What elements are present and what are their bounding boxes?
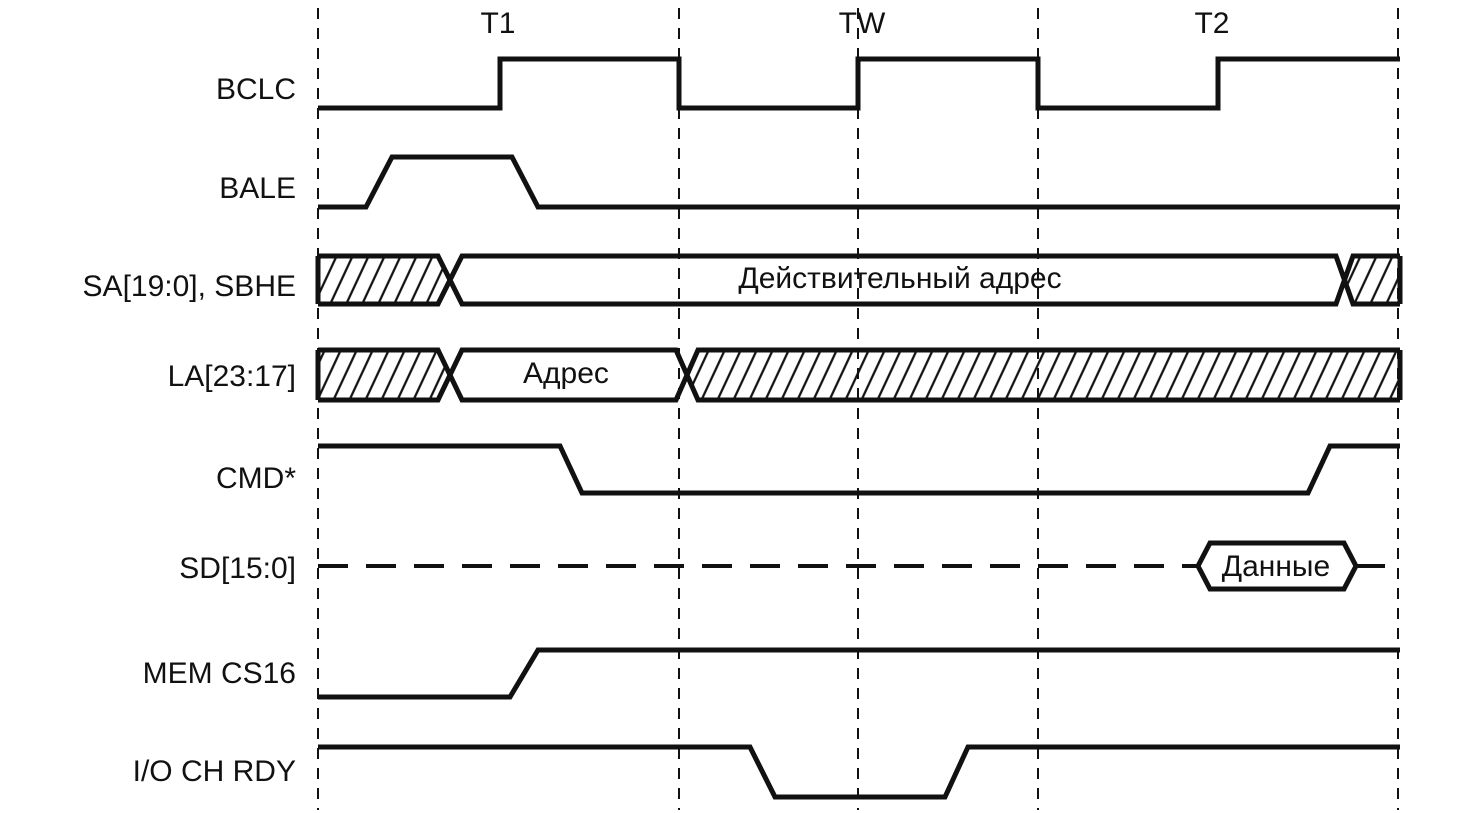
bus-la: Адрес bbox=[315, 347, 1403, 403]
bus-la-invalid-start bbox=[318, 350, 450, 400]
bus-sd-data-label: Данные bbox=[1222, 550, 1330, 583]
signal-label-cmd: CMD* bbox=[216, 462, 296, 495]
signal-label-bale: BALE bbox=[219, 172, 296, 205]
bus-sd: Данные bbox=[318, 540, 1385, 592]
bus-sa-invalid-start bbox=[318, 256, 450, 304]
waveform-bale bbox=[318, 154, 1400, 210]
signal-label-memcs: MEM CS16 bbox=[143, 657, 296, 690]
signal-label-la: LA[23:17] bbox=[168, 360, 296, 393]
waveform-iochrdy bbox=[318, 744, 1400, 800]
bus-sa: Действительный адрес bbox=[315, 253, 1403, 307]
signal-label-bclc: BCLC bbox=[216, 73, 296, 106]
waveform-cmd bbox=[318, 443, 1400, 496]
phase-label-t2: T2 bbox=[1194, 7, 1229, 40]
signal-label-sd: SD[15:0] bbox=[179, 552, 296, 585]
bus-sa-valid-label: Действительный адрес bbox=[738, 262, 1061, 295]
bus-la-address-label: Адрес bbox=[523, 357, 609, 390]
phase-grid bbox=[317, 8, 1399, 810]
waveform-bclc bbox=[318, 56, 1400, 111]
bus-sa-invalid-end bbox=[1343, 256, 1400, 304]
signal-label-sa: SA[19:0], SBHE bbox=[83, 270, 296, 303]
signal-label-iochrdy: I/O CH RDY bbox=[133, 755, 296, 788]
waveform-memcs bbox=[318, 647, 1400, 700]
signal-labels: BCLC BALE SA[19:0], SBHE LA[23:17] CMD* … bbox=[83, 73, 297, 788]
phase-label-tw: TW bbox=[839, 7, 886, 40]
bus-la-invalid-end bbox=[688, 350, 1400, 400]
phase-label-t1: T1 bbox=[480, 7, 515, 40]
